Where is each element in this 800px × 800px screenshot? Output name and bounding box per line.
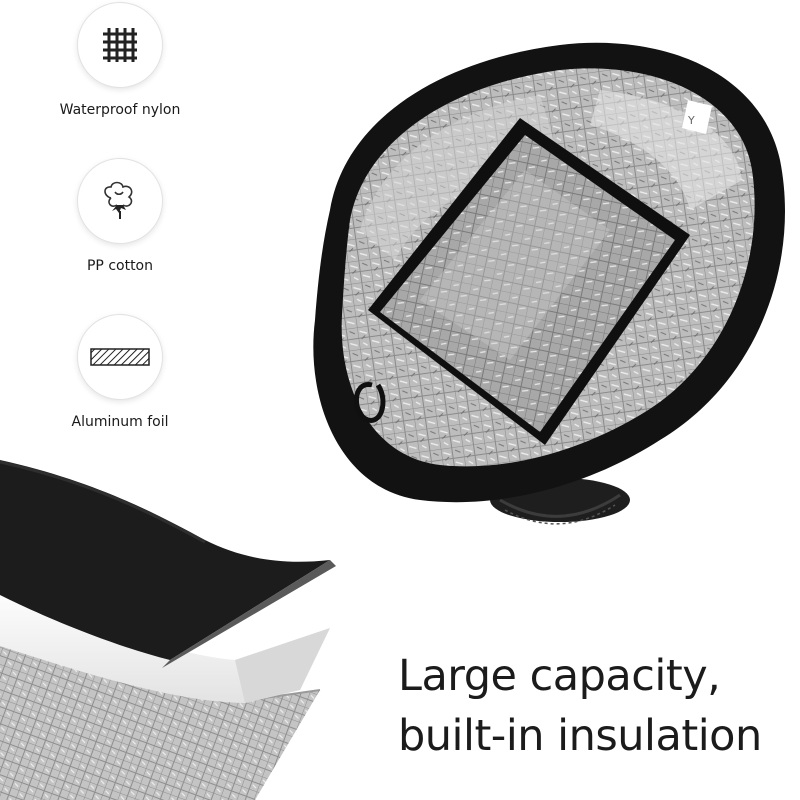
bag-tag <box>682 100 712 134</box>
headline: Large capacity, built-in insulation <box>398 646 762 766</box>
feature-label: Aluminum foil <box>71 414 169 430</box>
layer-aluminum-foil <box>0 640 320 800</box>
hatched-strip-icon <box>90 348 150 366</box>
feature-icon-circle <box>77 158 163 244</box>
bag-tag-letter: Y <box>687 114 695 127</box>
cotton-flower-icon <box>104 181 133 219</box>
feature-icon-circle <box>77 314 163 400</box>
feature-aluminum-foil: Aluminum foil <box>50 314 190 430</box>
material-layers <box>0 460 336 800</box>
feature-pp-cotton: PP cotton <box>50 158 190 274</box>
bag-loop <box>354 382 386 423</box>
feature-icon-circle <box>77 2 163 88</box>
grid-icon <box>103 28 137 62</box>
layer-waterproof-nylon <box>0 460 330 660</box>
feature-label: Waterproof nylon <box>59 102 181 118</box>
feature-waterproof-nylon: Waterproof nylon <box>50 2 190 118</box>
headline-line-2: built-in insulation <box>398 711 762 761</box>
bag-bottom-foil <box>380 135 675 432</box>
feature-label: PP cotton <box>86 258 153 274</box>
headline-line-1: Large capacity, <box>398 651 721 701</box>
